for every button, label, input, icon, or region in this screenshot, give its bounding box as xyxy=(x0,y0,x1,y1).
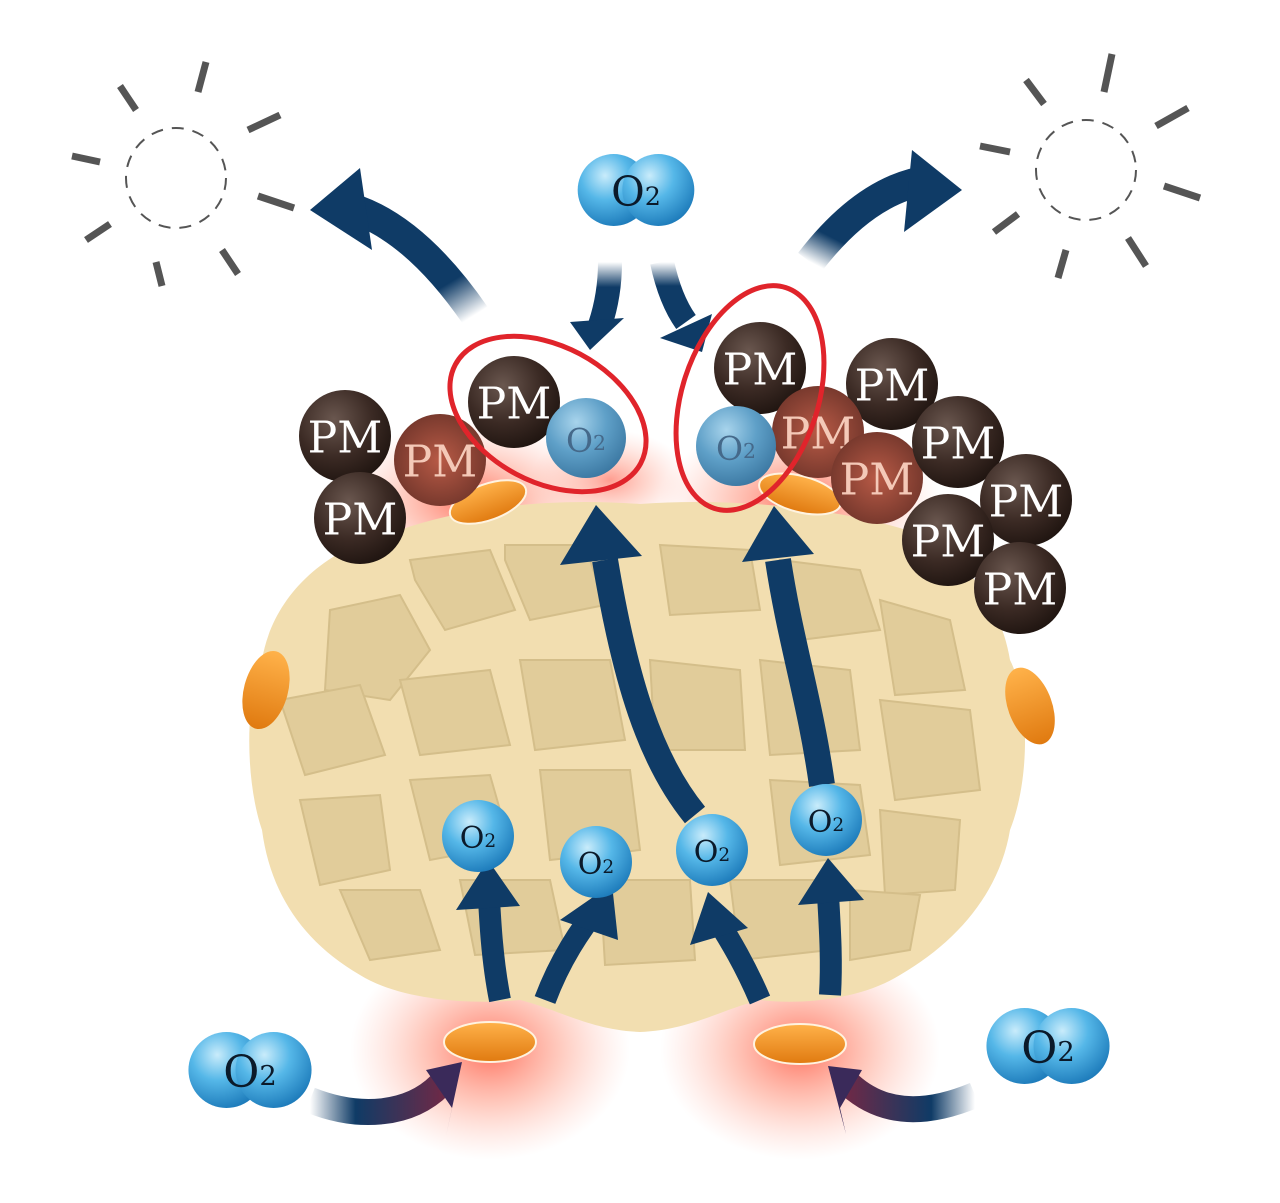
pm-particle-burning: PM xyxy=(394,414,486,506)
oxygen-atom-reacting: O2 xyxy=(696,406,776,486)
pm-label: PM xyxy=(989,477,1064,528)
pm-label: PM xyxy=(840,455,915,506)
oxygen-molecule: O2 xyxy=(188,1032,312,1108)
o2-label: O2 xyxy=(611,168,661,216)
pm-particle: PM xyxy=(902,494,994,586)
pm-particle: PM xyxy=(912,396,1004,488)
o2-label: O2 xyxy=(578,847,614,882)
pm-label: PM xyxy=(403,437,478,488)
arrows-side-entry xyxy=(305,1062,981,1136)
o2-label: O2 xyxy=(808,805,844,840)
o2-label: O2 xyxy=(694,835,730,870)
arrows-o2-down xyxy=(570,259,712,352)
pm-label: PM xyxy=(723,345,798,396)
oxygen-atom-reacting: O2 xyxy=(546,398,626,478)
sun-icon-right xyxy=(979,53,1202,279)
pm-label: PM xyxy=(323,495,398,546)
pm-particle: PM xyxy=(846,338,938,430)
pm-label: PM xyxy=(477,379,552,430)
oxygen-atom: O2 xyxy=(790,784,862,856)
o2-label: O2 xyxy=(460,821,496,856)
pm-label: PM xyxy=(911,517,986,568)
filter-body xyxy=(249,501,1025,1032)
o2-label: O2 xyxy=(716,429,756,468)
pm-label: PM xyxy=(921,419,996,470)
oxygen-molecule: O2 xyxy=(986,1008,1110,1084)
arrows-internal xyxy=(456,505,864,1005)
pm-label: PM xyxy=(983,565,1058,616)
oxygen-molecule: O2 xyxy=(577,154,695,226)
arrows-to-sun xyxy=(310,150,962,324)
pm-particle: PM xyxy=(468,356,560,448)
pm-particle: PM xyxy=(974,542,1066,634)
oxygen-atom: O2 xyxy=(560,826,632,898)
reaction-highlights xyxy=(447,283,827,513)
o2-label: O2 xyxy=(566,421,606,460)
oxygen-atom: O2 xyxy=(676,814,748,886)
pm-label: PM xyxy=(308,413,383,464)
pm-particle: PM xyxy=(299,390,391,482)
sun-icon-left xyxy=(71,61,296,287)
pm-particle: PM xyxy=(980,454,1072,546)
o2-label: O2 xyxy=(223,1047,276,1098)
pm-particle: PM xyxy=(714,322,806,414)
pm-particle-burning: PM xyxy=(831,432,923,524)
pm-label: PM xyxy=(855,361,930,412)
o2-label: O2 xyxy=(1021,1023,1074,1074)
pm-particle: PM xyxy=(314,472,406,564)
oxygen-atom: O2 xyxy=(442,800,514,872)
